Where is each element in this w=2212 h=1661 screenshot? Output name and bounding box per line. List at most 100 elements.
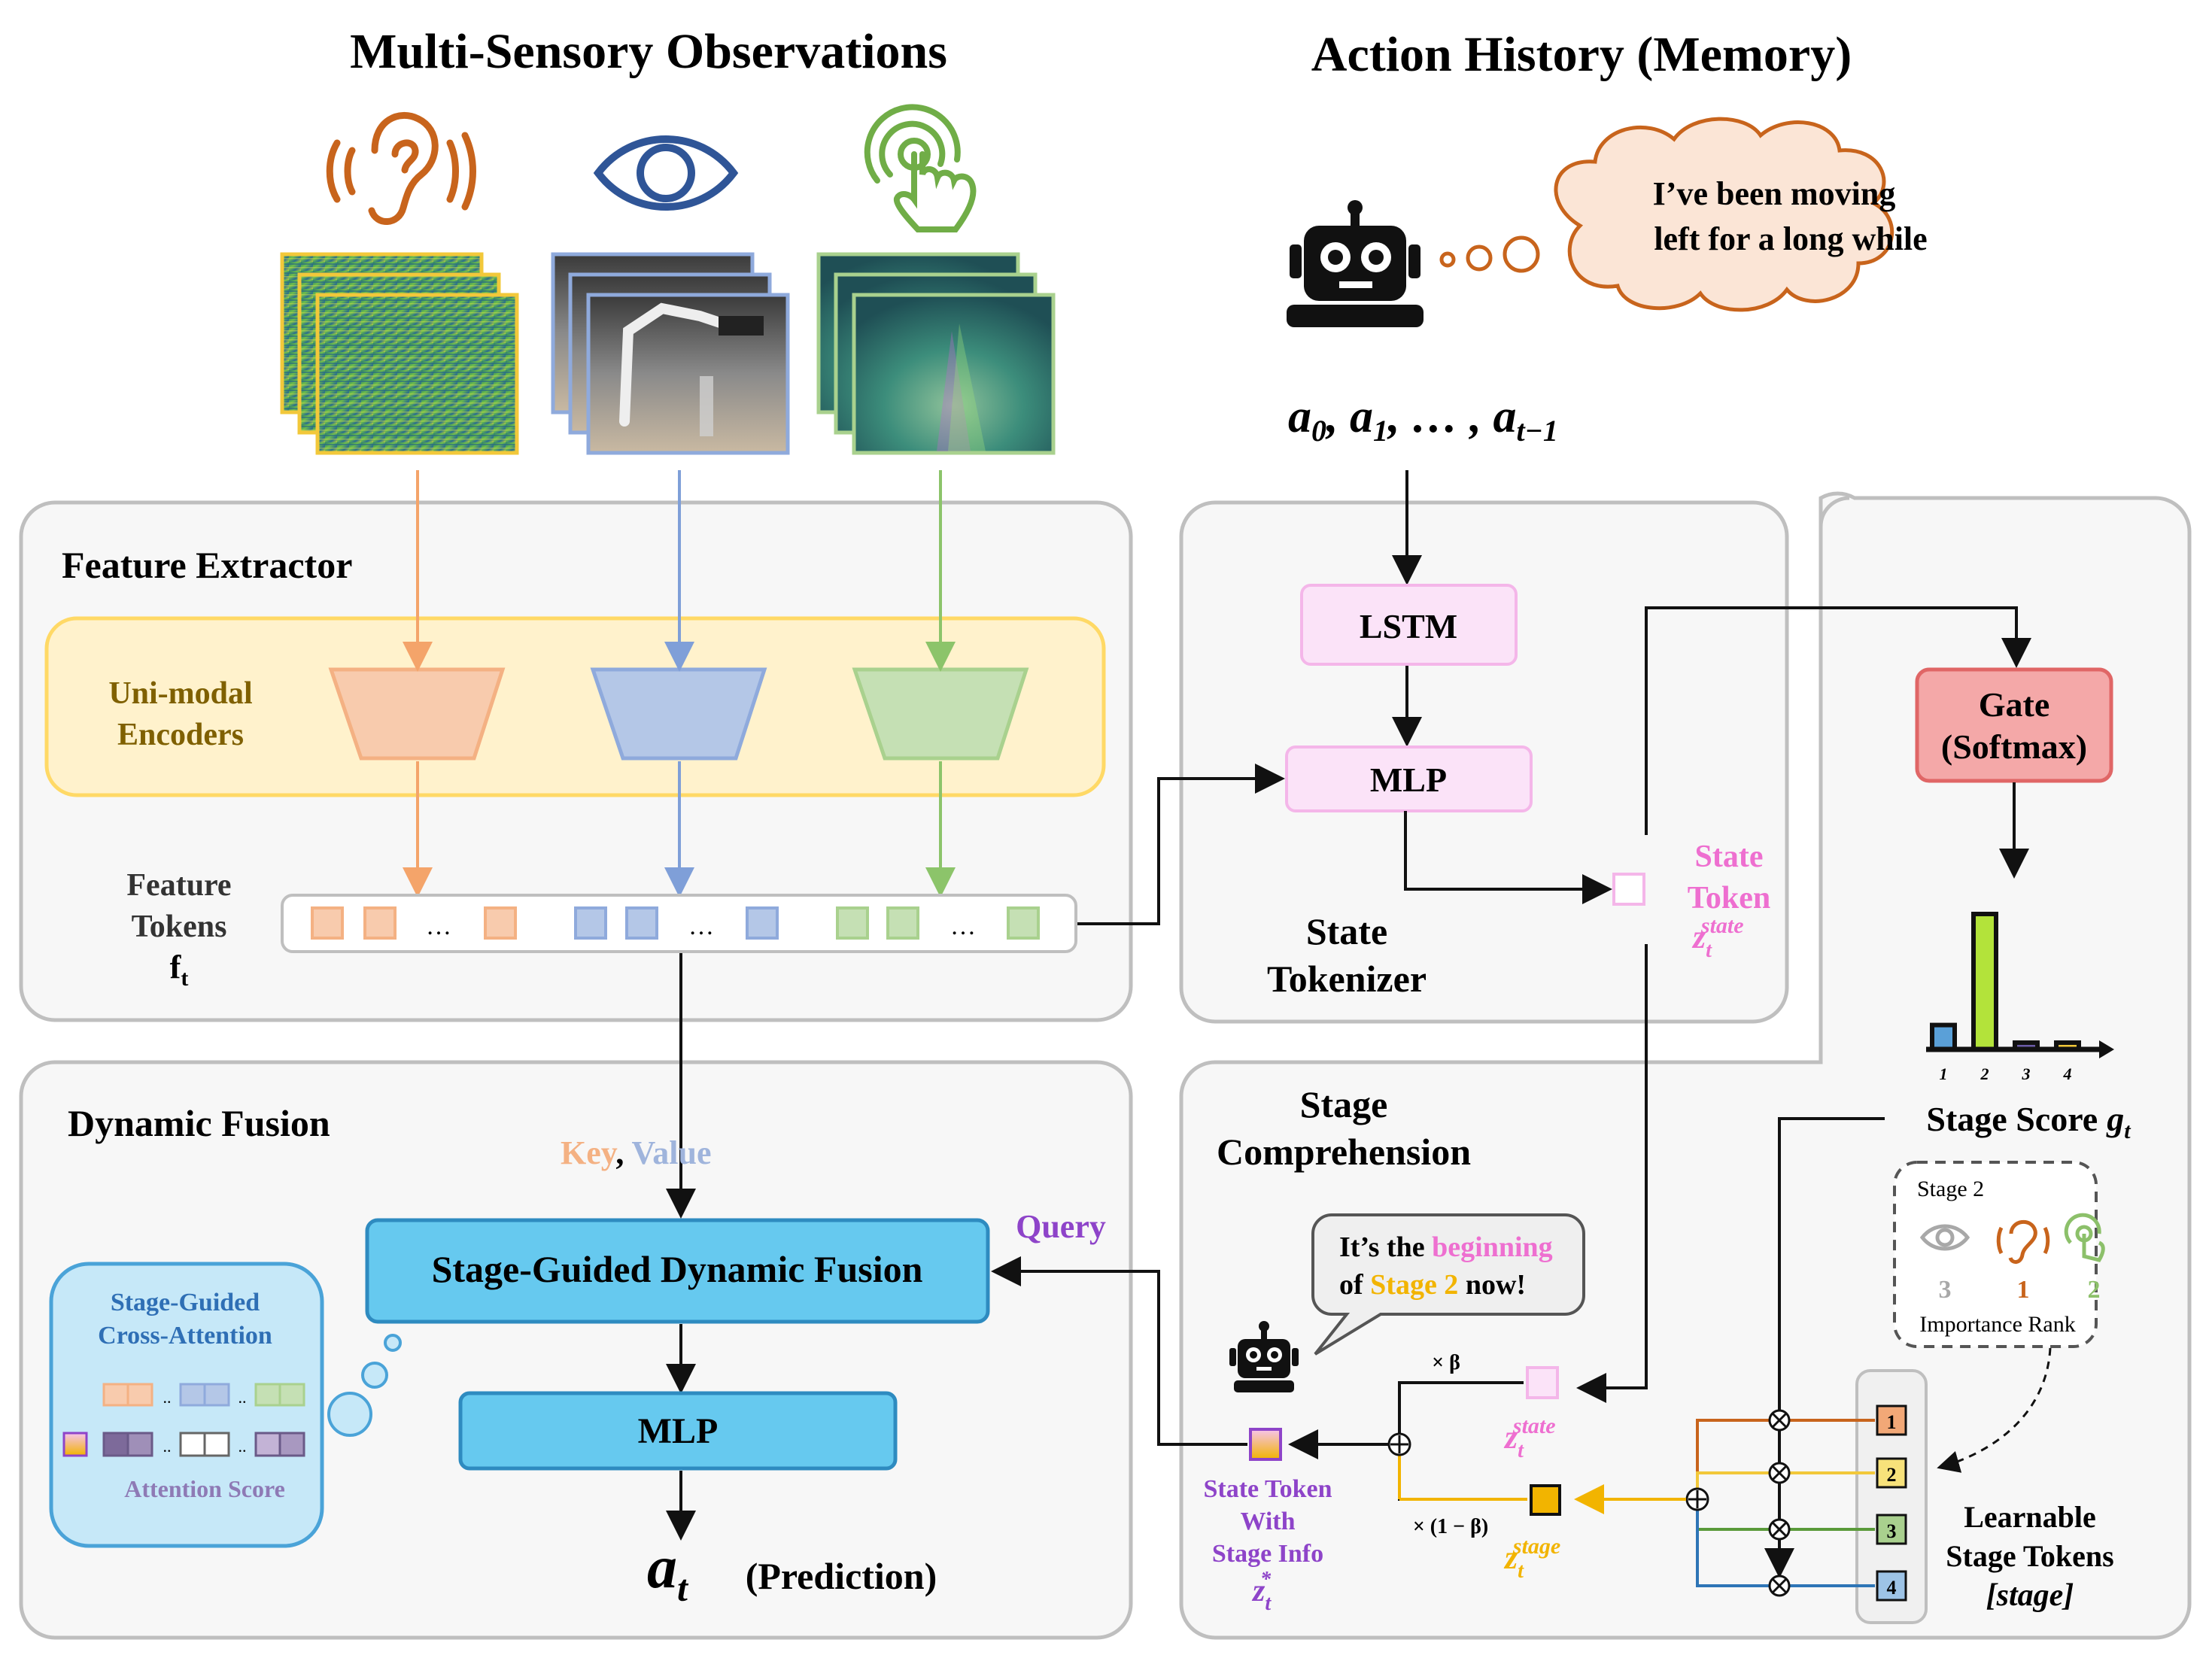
multiply-cross-b-4	[1771, 1577, 1788, 1594]
audio-spectrogram-stack	[280, 252, 519, 455]
audio-encoder	[328, 667, 506, 761]
rank-touch-icon	[2064, 1213, 2105, 1262]
action-sequence: a0, a1, … , at−1	[1288, 391, 1558, 448]
state-tokenizer-title-2: Tokenizer	[1267, 958, 1427, 1000]
state-tokenizer-title-1: State	[1306, 910, 1387, 952]
fusion-mlp-block	[458, 1391, 898, 1471]
robot-icon	[1287, 200, 1424, 327]
stage-token-label-3: 3	[1887, 1520, 1897, 1542]
svg-text:..: ..	[239, 1388, 247, 1407]
key-value-label: Key, Value	[561, 1134, 712, 1171]
attn-title-2: Cross-Attention	[98, 1322, 272, 1350]
vision-encoder	[590, 667, 767, 761]
attn-score-label: Attention Score	[124, 1475, 285, 1502]
rank-caption: Importance Rank	[1919, 1312, 2075, 1337]
lstm-label: LSTM	[1360, 607, 1457, 645]
importance-rank-box	[1893, 1161, 2098, 1348]
rank-eye-icon	[1919, 1224, 1970, 1251]
multiply-cross-b-1	[1771, 1412, 1788, 1429]
rank-value-3: 2	[2088, 1276, 2101, 1304]
output-token-square	[1249, 1428, 1282, 1461]
eye-icon	[593, 135, 739, 211]
stage-token-3	[1876, 1514, 1907, 1545]
stage-comprehension-title-1: Stage	[1300, 1083, 1388, 1125]
prediction-symbol: at	[647, 1535, 689, 1609]
stage-score-tick-2: 2	[1980, 1064, 1989, 1083]
thought-dots	[1439, 235, 1540, 273]
stage-comprehension-title-2: Comprehension	[1217, 1131, 1471, 1173]
rank-values: 3 1 2	[1939, 1276, 2101, 1304]
stage-score-axis-arrow	[2099, 1040, 2114, 1058]
multiply-cross-b-2	[1771, 1465, 1788, 1481]
state-token-copy	[1526, 1366, 1559, 1399]
rank-title: Stage 2	[1917, 1177, 1984, 1201]
encoders-label-1: Uni-modal	[108, 676, 252, 711]
multiply-cross-b-3	[1771, 1521, 1788, 1538]
stage-score-tick-3: 3	[2022, 1064, 2031, 1083]
stage-token-label-1: 1	[1887, 1411, 1897, 1433]
feature-tokens-label-2: Tokens	[132, 909, 227, 944]
stage-token-4	[1876, 1570, 1907, 1602]
touch-encoder	[852, 667, 1029, 761]
stage-token-square	[1530, 1484, 1561, 1516]
encoders-label-2: Encoders	[117, 718, 244, 752]
tactile-image-stack	[816, 252, 1056, 455]
feature-extractor-title: Feature Extractor	[62, 544, 352, 586]
gate-label-2: (Softmax)	[1941, 727, 2087, 766]
attn-title-1: Stage-Guided	[111, 1289, 260, 1316]
prediction-label: (Prediction)	[746, 1555, 937, 1597]
feature-tokens-label-1: Feature	[126, 868, 231, 903]
stage-tokens-column	[1855, 1369, 1928, 1624]
stage-token-2	[1876, 1457, 1907, 1489]
touch-icon	[864, 104, 977, 232]
stage-line-4	[1696, 1499, 1875, 1587]
output-token-label-3: Stage Info	[1212, 1540, 1323, 1568]
output-token-label-1: State Token	[1204, 1475, 1332, 1503]
lstm-block	[1300, 584, 1518, 666]
sum-circle-stage	[1685, 1487, 1709, 1511]
stage-score-bar-1	[1930, 1022, 1957, 1052]
one-minus-beta-label: × (1 − β)	[1413, 1515, 1488, 1538]
stage-score-bar-2	[1971, 912, 1998, 1052]
stage-score-tick-1: 1	[1940, 1064, 1948, 1083]
gate-label-1: Gate	[1979, 685, 2050, 724]
attn-thought-dot-mid	[361, 1362, 388, 1389]
state-token-label-1: State	[1695, 840, 1764, 874]
speech-bubble	[1311, 1213, 1585, 1356]
speech-line-2: of Stage 2 now!	[1339, 1269, 1526, 1301]
rank-value-1: 3	[1939, 1276, 1952, 1304]
state-token-label-2: Token	[1688, 881, 1771, 916]
rank-ear-icon	[1996, 1220, 2050, 1264]
speech-line-1: It’s the beginning	[1339, 1231, 1553, 1263]
attn-thought-dot-large	[327, 1392, 372, 1437]
ear-icon	[326, 112, 476, 225]
heading-memory: Action History (Memory)	[1311, 27, 1852, 82]
state-token-symbol: ztstate	[1691, 913, 1744, 962]
stage-score-tick-4: 4	[2063, 1064, 2072, 1083]
feature-tokens-symbol: ft	[170, 949, 189, 991]
svg-text:…: …	[950, 912, 976, 940]
small-robot-icon	[1229, 1321, 1299, 1392]
thought-cloud	[1554, 117, 1894, 312]
svg-text:..: ..	[163, 1388, 172, 1407]
svg-text:..: ..	[239, 1437, 247, 1456]
feature-tokens-bar	[281, 894, 1077, 953]
output-token-symbol: zt*	[1251, 1568, 1272, 1615]
sum-circle-beta	[1387, 1432, 1411, 1456]
svg-text:…: …	[426, 912, 451, 940]
thought-line-1: I’ve been moving	[1653, 175, 1896, 212]
dynamic-fusion-title: Dynamic Fusion	[68, 1102, 330, 1144]
output-token-label-2: With	[1240, 1508, 1295, 1535]
learnable-label-1: Learnable	[1964, 1500, 2096, 1534]
feature-tokens: … … …	[311, 906, 1040, 940]
stage-guided-fusion-label: Stage-Guided Dynamic Fusion	[432, 1248, 923, 1290]
rank-value-2: 1	[2017, 1276, 2030, 1304]
learnable-label-2: Stage Tokens	[1946, 1539, 2113, 1573]
stage-token-1	[1876, 1404, 1907, 1436]
query-label: Query	[1016, 1208, 1106, 1245]
state-mlp-block	[1285, 745, 1533, 812]
state-token-square	[1612, 873, 1645, 906]
heading-observations: Multi-Sensory Observations	[350, 24, 947, 79]
